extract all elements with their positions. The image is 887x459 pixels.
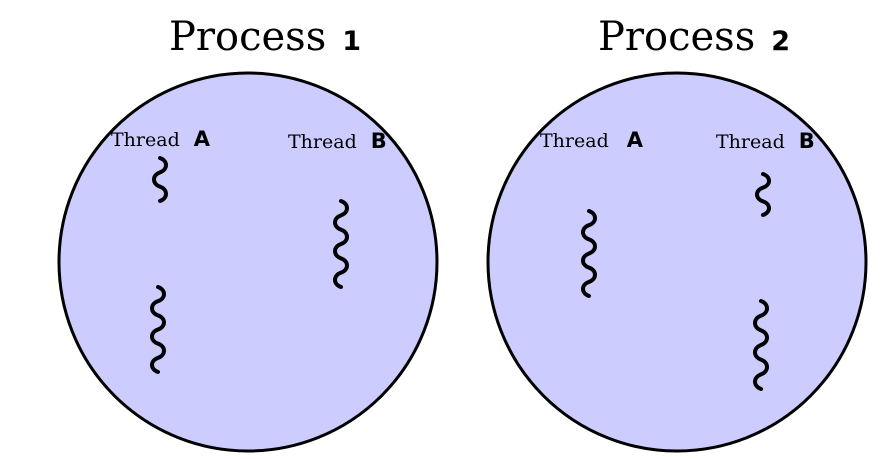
thread-label-letter: A <box>627 128 644 152</box>
thread-label-word: Thread <box>288 131 357 153</box>
thread-squiggle-icon <box>333 199 349 289</box>
process-1-title-number: 1 <box>342 26 361 57</box>
thread-squiggle-icon <box>152 156 168 203</box>
thread-label-letter: A <box>194 127 211 151</box>
thread-label-word: Thread <box>716 131 785 153</box>
thread-squiggle-icon <box>755 172 771 217</box>
process-1-circle <box>57 71 439 453</box>
process-2-thread-label-b: Thread B <box>716 129 815 153</box>
process-2-title-number: 2 <box>771 26 790 57</box>
process-1-thread-label-b: Thread B <box>288 129 387 153</box>
process-2-thread-label-a: Thread A <box>540 128 644 152</box>
process-2-circle <box>486 71 868 453</box>
process-1-title-word: Process <box>169 14 326 60</box>
process-2: Process 2 Thread A Thread B <box>486 14 868 453</box>
thread-squiggle-icon <box>581 209 597 298</box>
thread-squiggle-icon <box>150 285 166 374</box>
process-1: Process 1 Thread A Thread B <box>57 14 439 453</box>
thread-label-letter: B <box>799 129 815 153</box>
thread-label-word: Thread <box>111 129 180 151</box>
process-2-title-word: Process <box>598 14 755 60</box>
process-1-thread-label-a: Thread A <box>111 127 211 151</box>
thread-squiggle-icon <box>753 299 769 391</box>
process-2-title: Process 2 <box>598 14 790 60</box>
thread-label-word: Thread <box>540 130 609 152</box>
thread-label-letter: B <box>371 129 387 153</box>
process-1-title: Process 1 <box>169 14 361 60</box>
